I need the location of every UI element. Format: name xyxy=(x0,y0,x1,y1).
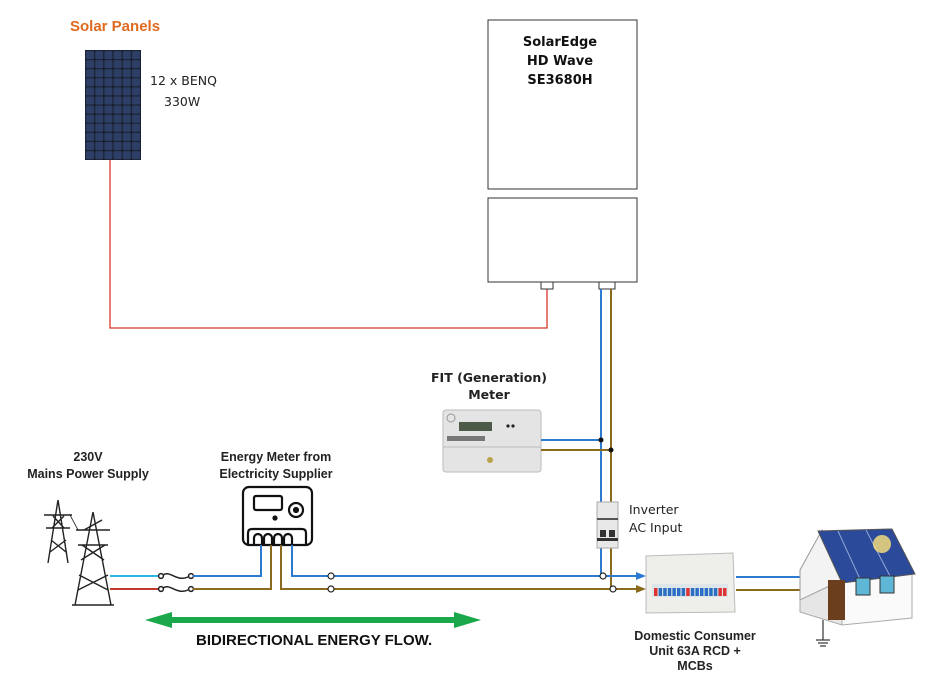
inverter-box xyxy=(487,19,638,190)
supplier-meter-label-1: Energy Meter from xyxy=(221,450,331,464)
ac-isolator-icon xyxy=(596,501,619,549)
neutral-arrow xyxy=(636,585,646,593)
earth-ground-icon xyxy=(816,620,830,647)
panel-spec-1: 12 x BENQ xyxy=(150,73,217,88)
fit-meter-label-2: Meter xyxy=(468,387,510,402)
fit-meter-icon xyxy=(442,409,542,473)
flow-label: BIDIRECTIONAL ENERGY FLOW. xyxy=(196,632,432,649)
inverter-label-3: SE3680H xyxy=(527,73,592,88)
fuse-icon xyxy=(157,572,195,593)
dc-cable xyxy=(109,160,548,329)
mains-label-2: Mains Power Supply xyxy=(27,467,149,481)
meter-live-in xyxy=(193,545,262,577)
meter-neutral-out xyxy=(280,545,330,590)
fit-meter-label-1: FIT (Generation) xyxy=(431,370,547,385)
dc-connector xyxy=(540,281,554,290)
mains-label-1: 230V xyxy=(73,450,103,464)
consumer-unit-label-2: Unit 63A RCD + xyxy=(649,644,741,658)
energy-meter-icon xyxy=(241,485,314,547)
inverter-ac-label-1: Inverter xyxy=(629,502,679,517)
consumer-unit-icon xyxy=(645,552,736,614)
house-icon xyxy=(799,528,916,626)
inverter-label-1: SolarEdge xyxy=(523,35,597,50)
consumer-unit-label-1: Domestic Consumer xyxy=(634,629,756,643)
solar-panels-title: Solar Panels xyxy=(70,18,160,35)
meter-neutral-in xyxy=(193,545,272,590)
panel-spec-2: 330W xyxy=(164,94,200,109)
solar-panel-icon xyxy=(85,50,141,160)
pylon-icon xyxy=(44,499,114,606)
inverter-label-2: HD Wave xyxy=(527,54,593,69)
bidirectional-arrow-icon xyxy=(145,612,481,628)
supplier-meter-label-2: Electricity Supplier xyxy=(219,467,332,481)
consumer-unit-label-3: MCBs xyxy=(677,659,712,673)
inverter-connection-unit xyxy=(487,197,638,283)
inverter-ac-label-2: AC Input xyxy=(629,520,682,535)
live-arrow xyxy=(636,572,646,580)
meter-live-out xyxy=(291,545,330,577)
ac-connector xyxy=(598,281,616,290)
